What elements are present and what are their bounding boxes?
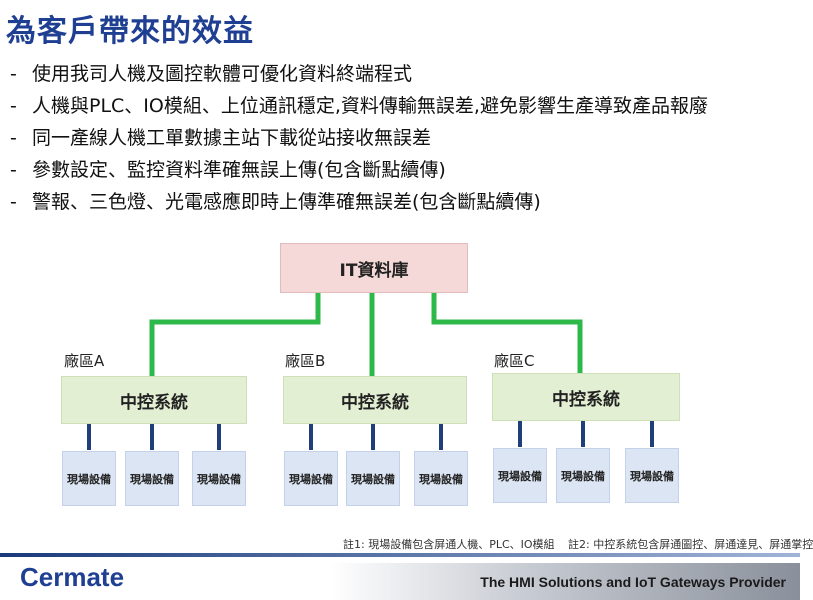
cermate-logo: Cermate [20,562,125,592]
factory-label-c: 廠區C [494,352,535,370]
device-box: 現場設備 [125,451,179,506]
device-box: 現場設備 [346,451,400,506]
list-item: -參數設定、監控資料準確無誤上傳(包含斷點續傳) [10,156,708,188]
footnote-1: 註1: 現場設備包含屏通人機、PLC、IO模組 [343,538,555,551]
device-box: 現場設備 [284,451,338,506]
list-item: -同一產線人機工單數據主站下載從站接收無誤差 [10,124,708,156]
factory-label-b: 廠區B [285,352,326,370]
bullet-marker: - [10,159,17,181]
controller-box-c: 中控系統 [492,373,680,421]
controller-box-a: 中控系統 [61,376,247,424]
bullet-marker: - [10,95,17,117]
it-database-box: IT資料庫 [280,243,468,293]
list-item: -警報、三色燈、光電感應即時上傳準確無誤差(包含斷點續傳) [10,188,708,220]
bullet-text: 人機與PLC、IO模組、上位通訊穩定,資料傳輸無誤差,避免影響生產導致產品報廢 [32,95,708,117]
footer-divider [0,553,800,557]
bullet-text: 同一產線人機工單數據主站下載從站接收無誤差 [32,127,432,149]
list-item: -人機與PLC、IO模組、上位通訊穩定,資料傳輸無誤差,避免影響生產導致產品報廢 [10,92,708,124]
factory-label-a: 廠區A [64,352,105,370]
list-item: -使用我司人機及圖控軟體可優化資料終端程式 [10,60,708,92]
device-box: 現場設備 [556,448,610,503]
footnote-2: 註2: 中控系統包含屏通圖控、屏通達見、屏通掌控 [568,538,813,551]
footer-tagline: The HMI Solutions and IoT Gateways Provi… [480,574,786,590]
link-factory-a [149,293,321,376]
bullet-marker: - [10,127,17,149]
device-box: 現場設備 [62,451,116,506]
bullet-marker: - [10,191,17,213]
device-box: 現場設備 [192,451,246,506]
device-box: 現場設備 [625,448,679,503]
controller-box-b: 中控系統 [283,376,467,424]
device-box: 現場設備 [414,451,468,506]
bullet-marker: - [10,63,17,85]
benefit-list: -使用我司人機及圖控軟體可優化資料終端程式 -人機與PLC、IO模組、上位通訊穩… [10,60,708,220]
link-factory-c [431,293,583,373]
bullet-text: 警報、三色燈、光電感應即時上傳準確無誤差(包含斷點續傳) [32,191,541,213]
bullet-text: 使用我司人機及圖控軟體可優化資料終端程式 [32,63,413,85]
device-box: 現場設備 [493,448,547,503]
bullet-text: 參數設定、監控資料準確無誤上傳(包含斷點續傳) [32,159,446,181]
page-title: 為客戶帶來的效益 [6,14,254,49]
tagline-background [330,563,800,600]
